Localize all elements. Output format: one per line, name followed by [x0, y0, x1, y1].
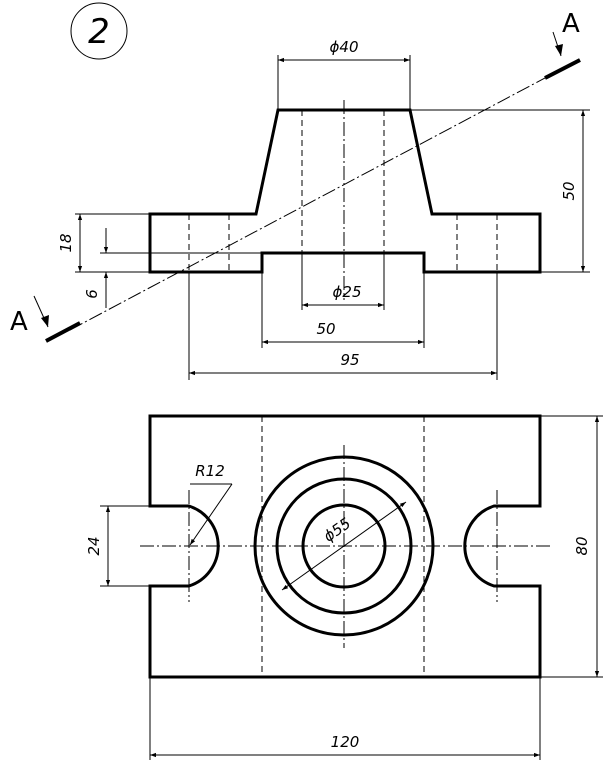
dim-recess-width: 50 — [316, 320, 335, 338]
cutting-plane-stroke-bottom — [45, 321, 81, 343]
top-view-dimensions: R12 24 ϕ55 80 120 — [85, 415, 603, 760]
dim-recess-depth: 6 — [83, 289, 101, 299]
front-view-hidden-lines — [188, 110, 498, 272]
section-cutting-plane: A A — [10, 9, 581, 343]
front-view-outline — [148, 108, 542, 274]
dim-hole-spacing: 95 — [340, 351, 359, 369]
dim-slot-radius: R12 — [195, 462, 225, 480]
front-view: A A ϕ40 50 18 6 — [10, 9, 590, 380]
dim-depth: 80 — [573, 536, 591, 555]
dim-flange-thickness: 18 — [57, 233, 75, 252]
section-label-bottom: A — [10, 307, 28, 337]
sheet-number-circle — [70, 2, 128, 60]
section-label-top: A — [562, 9, 580, 39]
sheet-number-text: 2 — [88, 12, 110, 52]
front-view-dimensions: ϕ40 50 18 6 ϕ25 50 — [57, 38, 590, 380]
cutting-plane-stroke-top — [544, 58, 581, 80]
dim-length: 120 — [331, 733, 360, 751]
dim-boss-diameter: ϕ55 — [320, 514, 354, 545]
dim-top-diameter: ϕ40 — [330, 38, 359, 56]
dim-bore-diameter: ϕ25 — [333, 283, 362, 301]
top-view: R12 24 ϕ55 80 120 — [85, 414, 603, 760]
dim-height: 50 — [560, 181, 578, 200]
sheet-number-badge: 2 — [70, 2, 128, 60]
dim-slot-width: 24 — [85, 536, 103, 555]
